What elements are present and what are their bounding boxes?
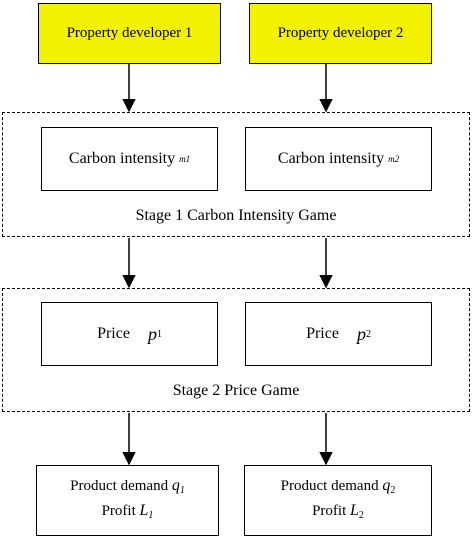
profit-1-label: Profit bbox=[101, 502, 136, 519]
profit-1-line: Profit L1 bbox=[102, 501, 154, 526]
price-2-var: p bbox=[356, 323, 366, 344]
outcome-2-box: Product demand q2 Profit L2 bbox=[244, 465, 432, 536]
carbon-intensity-2-label: Carbon intensity bbox=[277, 150, 385, 167]
stage-2-label: Stage 2 Price Game bbox=[172, 382, 300, 399]
outcome-1-box: Product demand q1 Profit L1 bbox=[36, 465, 219, 536]
property-developer-2-box: Property developer 2 bbox=[249, 3, 432, 64]
property-developer-1-box: Property developer 1 bbox=[38, 3, 221, 64]
profit-1-var: L bbox=[139, 501, 149, 519]
price-1-sub: 1 bbox=[156, 328, 162, 340]
stage-1-label: Stage 1 Carbon Intensity Game bbox=[135, 207, 337, 224]
carbon-intensity-1-symbol: m1 bbox=[179, 154, 191, 164]
profit-1-sub: 1 bbox=[148, 509, 154, 521]
carbon-intensity-2-symbol: m2 bbox=[388, 154, 400, 164]
demand-1-label: Product demand bbox=[70, 477, 169, 494]
demand-2-sub: 2 bbox=[390, 484, 396, 496]
stage-1-container bbox=[2, 112, 470, 237]
profit-2-sub: 2 bbox=[358, 509, 364, 521]
demand-2-line: Product demand q2 bbox=[281, 476, 396, 501]
demand-1-line: Product demand q1 bbox=[70, 476, 185, 501]
price-2-sub: 2 bbox=[365, 328, 371, 340]
profit-2-label: Profit bbox=[312, 502, 347, 519]
property-developer-2-label: Property developer 2 bbox=[277, 25, 404, 41]
property-developer-1-label: Property developer 1 bbox=[66, 25, 193, 41]
stage-2-container bbox=[2, 288, 470, 412]
demand-1-sub: 1 bbox=[179, 484, 185, 496]
demand-2-label: Product demand bbox=[280, 477, 379, 494]
price-1-var: p bbox=[147, 323, 157, 344]
carbon-intensity-1-label: Carbon intensity bbox=[68, 150, 176, 167]
demand-2-var: q bbox=[382, 476, 391, 494]
profit-2-line: Profit L2 bbox=[312, 501, 364, 526]
price-1-label: Price bbox=[97, 325, 130, 342]
profit-2-var: L bbox=[350, 501, 359, 519]
price-2-label: Price bbox=[306, 325, 339, 342]
demand-1-var: q bbox=[171, 476, 180, 494]
